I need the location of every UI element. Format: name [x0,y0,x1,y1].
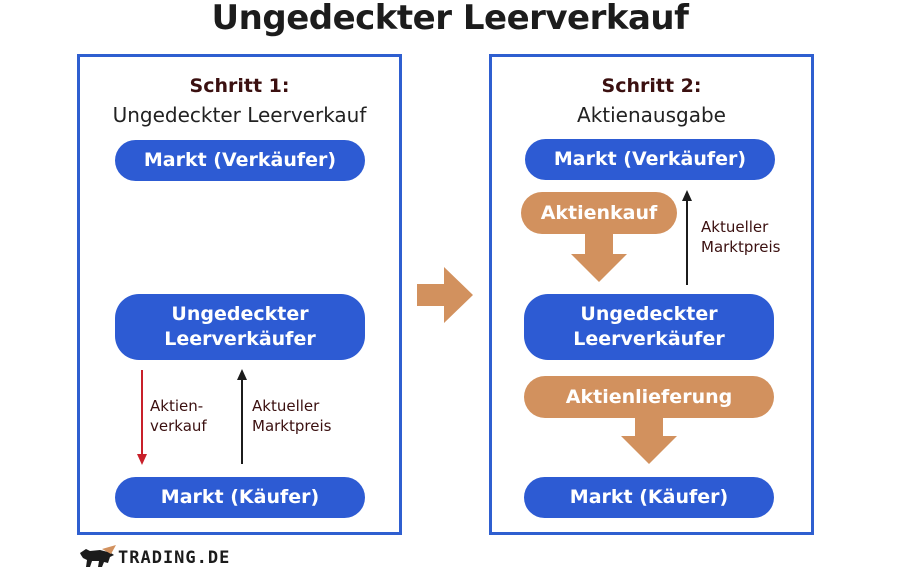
step1-price-up-arrow [237,369,247,464]
brand-logo-text: TRADING.DE [118,548,231,568]
step2-market-buyer-pill: Markt (Käufer) [524,477,774,518]
page-title: Ungedeckter Leerverkauf [211,0,689,38]
step1-sale-label-line1: Aktien- [150,397,204,415]
step2-price-label-line1: Aktueller [701,218,769,236]
step1-subtitle: Ungedeckter Leerverkauf [112,103,367,127]
step1-short-seller-line2: Leerverkäufer [164,328,316,350]
step1-heading: Schritt 1: [189,75,290,97]
step1-price-label-line1: Aktueller [252,397,320,415]
step1-market-seller-pill: Markt (Verkäufer) [115,140,365,181]
step1-short-seller-pill: Ungedeckter Leerverkäufer [115,294,365,360]
step2-market-seller-pill: Markt (Verkäufer) [525,139,775,180]
step2-short-seller-pill: Ungedeckter Leerverkäufer [524,294,774,360]
step1-panel: Schritt 1: Ungedeckter Leerverkauf Markt… [77,54,402,535]
step-transition-arrow-icon [417,267,473,323]
step2-panel: Schritt 2: Aktienausgabe Markt (Verkäufe… [489,54,814,535]
step2-delivery-pill: Aktienlieferung [524,376,774,418]
step2-price-up-arrow [682,190,692,285]
step1-sale-down-arrow [137,370,147,465]
step2-purchase-pill: Aktienkauf [521,192,677,234]
step1-sale-label: Aktien- verkauf [150,396,207,436]
step1-price-label: Aktueller Marktpreis [252,396,331,436]
step2-purchase-down-arrow-icon [571,232,627,282]
step2-delivery-down-arrow-icon [621,416,677,464]
step2-heading: Schritt 2: [601,75,702,97]
step2-price-label: Aktueller Marktpreis [701,217,780,257]
brand-logo: TRADING.DE [78,545,230,571]
bull-icon [80,545,116,567]
step1-short-seller-line1: Ungedeckter [171,303,309,325]
step1-price-label-line2: Marktpreis [252,417,332,435]
step2-short-seller-line1: Ungedeckter [580,303,718,325]
step2-short-seller-line2: Leerverkäufer [573,328,725,350]
step2-price-label-line2: Marktpreis [701,238,781,256]
step1-market-buyer-pill: Markt (Käufer) [115,477,365,518]
step1-sale-label-line2: verkauf [150,417,207,435]
step2-subtitle: Aktienausgabe [577,103,726,127]
